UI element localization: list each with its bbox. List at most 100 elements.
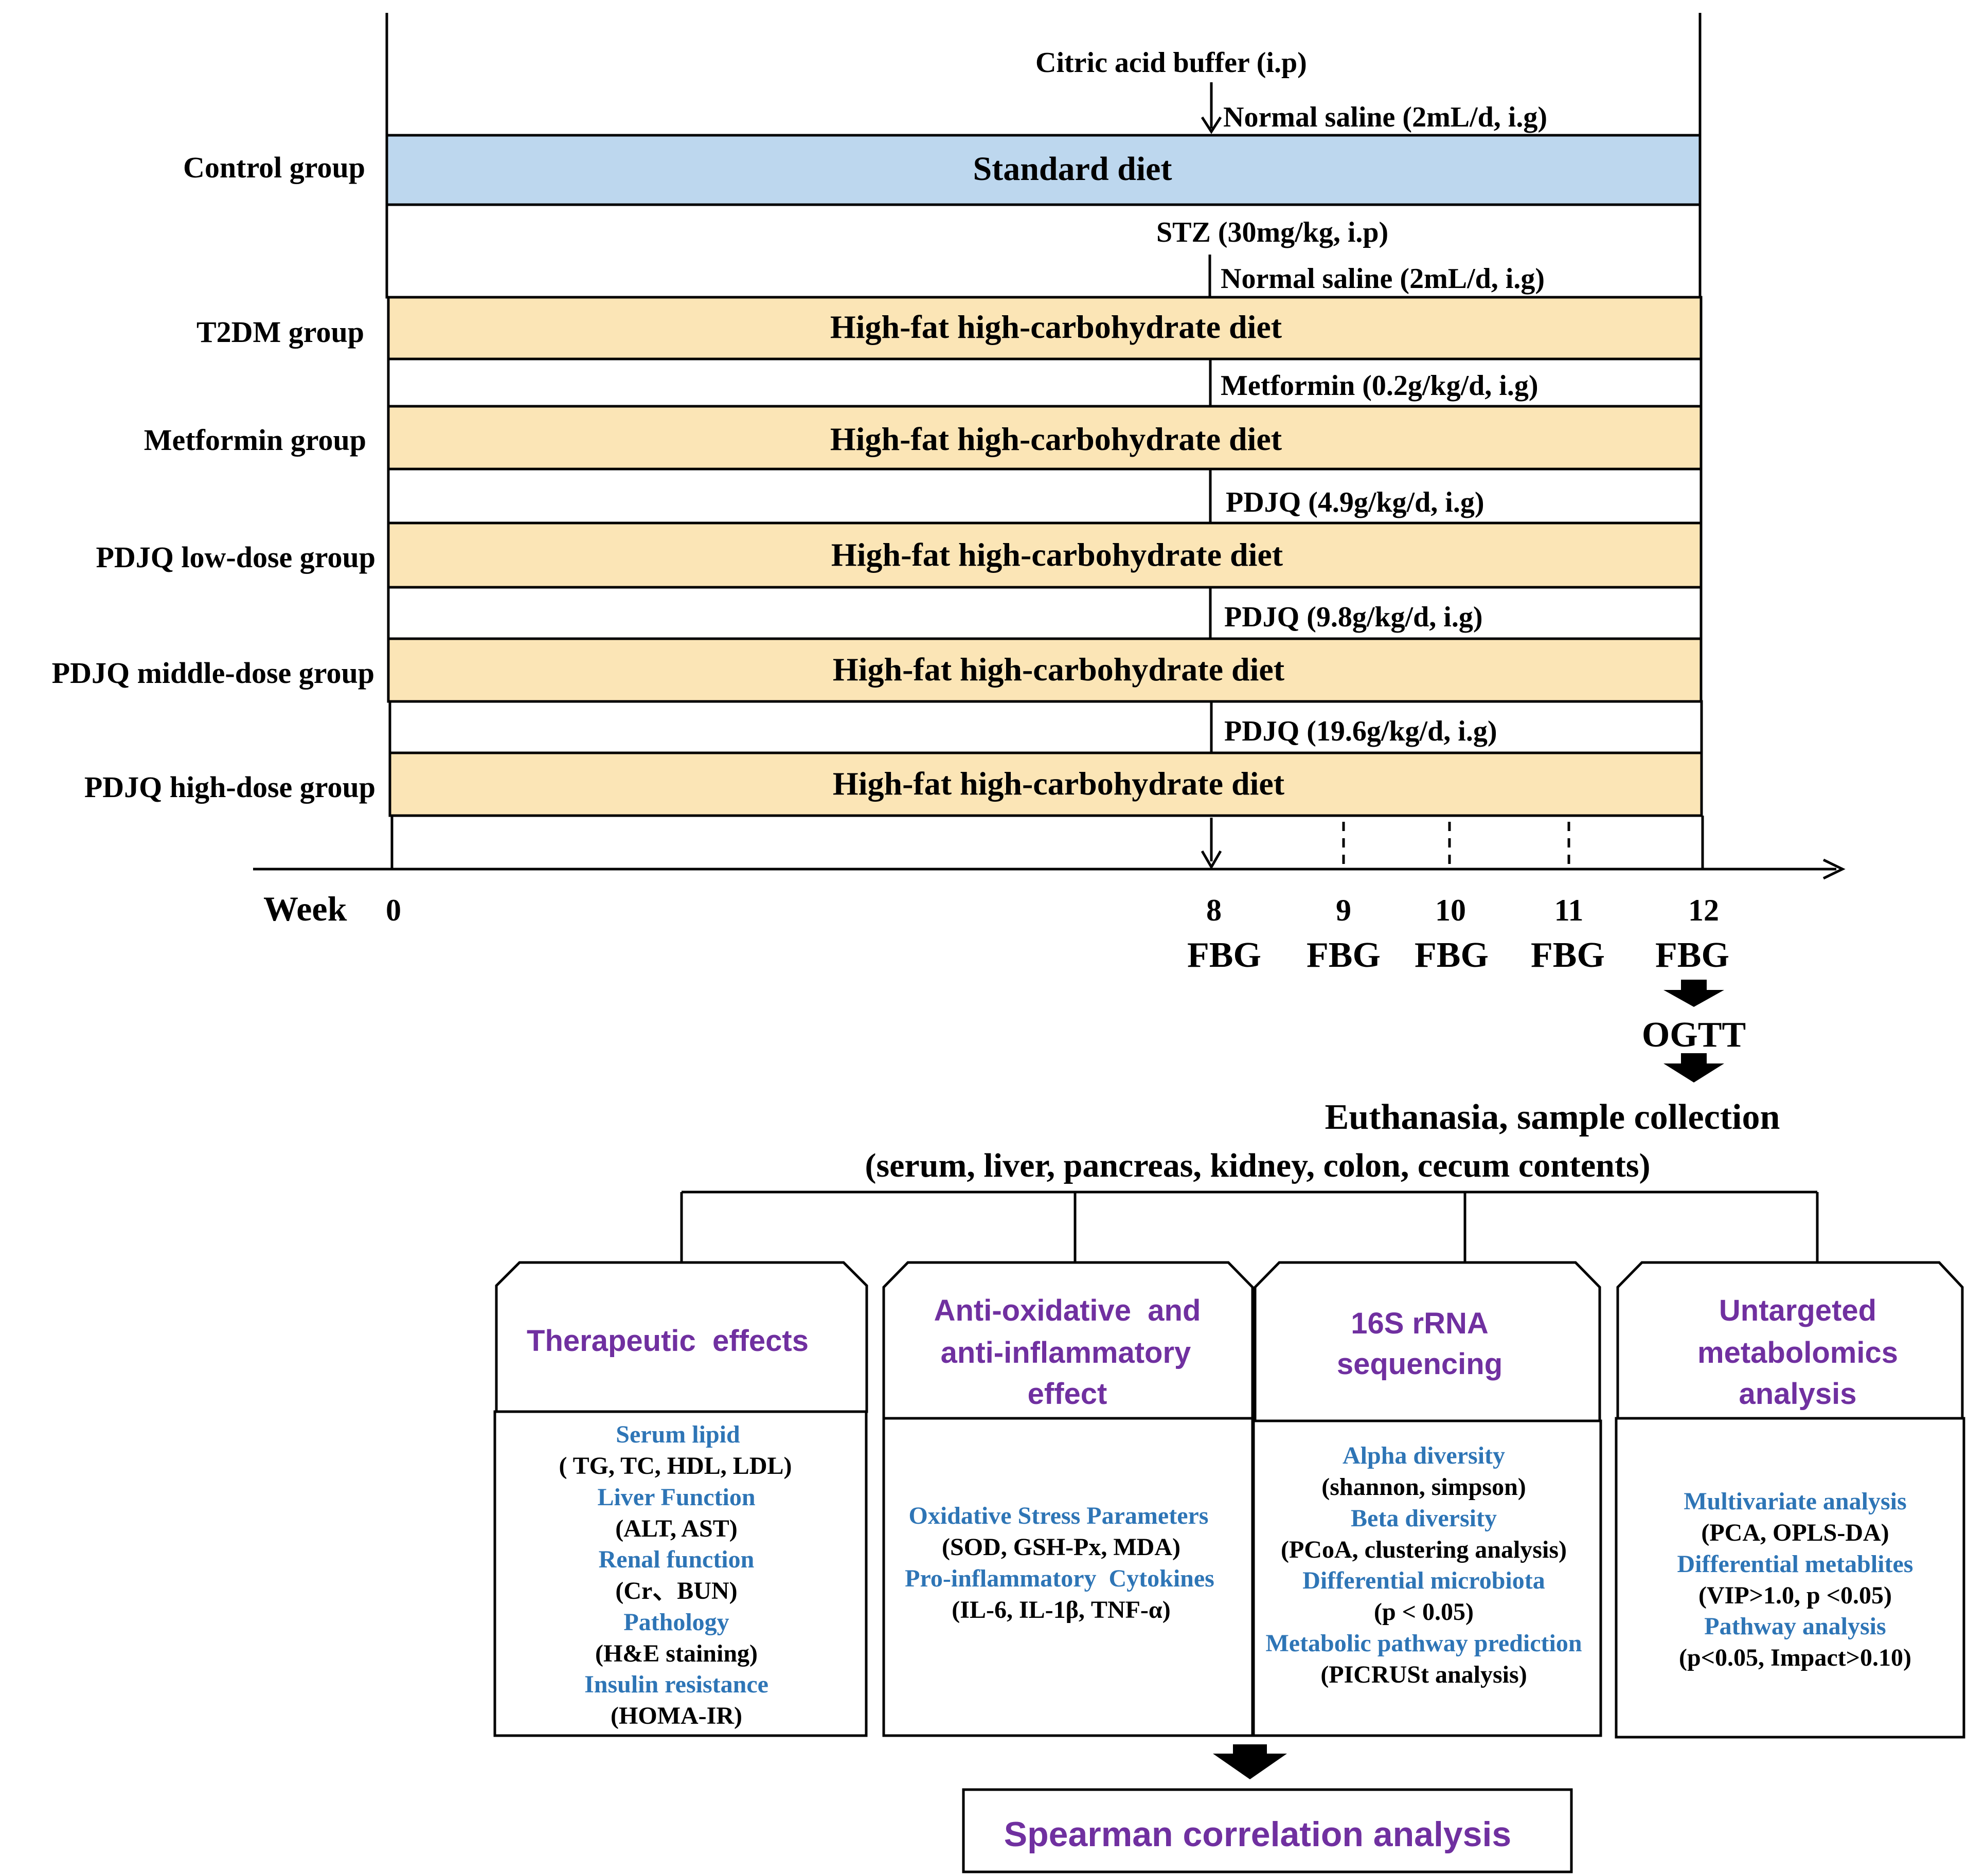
annot-saline-2: Normal saline (2mL/d, i.g) (1221, 263, 1545, 295)
box-1-item-value: ( TG, TC, HDL, LDL) (559, 1452, 792, 1480)
box-1-item-label: Pathology (623, 1609, 729, 1636)
group-label-t2dm: T2DM group (196, 315, 364, 349)
tick-label-8: 8 (1206, 893, 1222, 927)
box-3-body (1252, 1419, 1602, 1737)
timeline: Standard diet Control group Citric acid … (52, 13, 1846, 975)
box-4-item-value: (p<0.05, Impact>0.10) (1679, 1644, 1911, 1671)
box-1-title: Therapeutic effects (527, 1324, 809, 1358)
box-2-item-value: (SOD, GSH-Px, MDA) (942, 1534, 1180, 1561)
box-1-item-value: (H&E staining) (595, 1640, 758, 1667)
group-label-metformin: Metformin group (144, 423, 366, 457)
bar-control (385, 134, 1702, 206)
box-1-item-label: Liver Function (597, 1484, 755, 1511)
box-2-body (882, 1417, 1254, 1737)
box-1-item-value: (Cr、BUN) (615, 1577, 737, 1604)
box-untargeted-metabolomics: Untargeted metabolomics analysis Multiva… (1615, 1261, 1965, 1739)
bar-text-t2dm: High-fat high-carbohydrate diet (830, 309, 1282, 345)
tick-label-11: 11 (1554, 893, 1584, 927)
box-3-item-value: (PICRUSt analysis) (1320, 1661, 1527, 1688)
box-4-item-label: Multivariate analysis (1684, 1488, 1906, 1515)
fbg-week12: FBG (1655, 935, 1729, 975)
group-label-pdjq-high: PDJQ high-dose group (84, 770, 375, 804)
bar-text-pdjq-low: High-fat high-carbohydrate diet (831, 536, 1283, 573)
box-3-header (1254, 1261, 1601, 1422)
box-2-item-label: Pro-inflammatory Cytokines (905, 1565, 1214, 1592)
group-label-control: Control group (183, 151, 365, 184)
annot-stz: STZ (30mg/kg, i.p) (1156, 217, 1388, 248)
box-4-body (1615, 1417, 1965, 1739)
bar-pdjq-high (388, 751, 1703, 817)
white-band-6 (388, 700, 1703, 754)
bar-pdjq-mid (387, 637, 1703, 703)
tick-label-0: 0 (386, 893, 401, 927)
box-16s-rrna: 16S rRNA sequencing Alpha diversity (sha… (1252, 1261, 1602, 1737)
bar-pdjq-low (387, 521, 1703, 589)
box-2-title-line: anti-inflammatory (941, 1336, 1191, 1369)
fbg-week8: FBG (1187, 935, 1261, 975)
block-arrow-ogtt (1663, 980, 1724, 1007)
box-1-body (493, 1410, 868, 1737)
fbg-week10: FBG (1415, 935, 1489, 975)
samples-label: (serum, liver, pancreas, kidney, colon, … (865, 1147, 1650, 1184)
arrow-week8-head (1201, 850, 1222, 870)
box-3-item-label: Differential microbiota (1302, 1567, 1545, 1594)
box-3-item-value: (shannon, simpson) (1321, 1473, 1526, 1501)
block-arrow-spearman (1213, 1744, 1287, 1779)
box-1-item-label: Insulin resistance (584, 1671, 768, 1698)
annot-pdjq-mid: PDJQ (9.8g/kg/d, i.g) (1224, 601, 1482, 633)
fbg-week9: FBG (1307, 935, 1381, 975)
box-1-item-label: Serum lipid (616, 1421, 740, 1448)
bar-metformin (387, 405, 1703, 471)
spearman-label: Spearman correlation analysis (1004, 1815, 1511, 1854)
box-3-item-label: Metabolic pathway prediction (1265, 1630, 1582, 1657)
box-4-title-line: analysis (1739, 1377, 1857, 1411)
box-4-item-value: (PCA, OPLS-DA) (1701, 1519, 1889, 1546)
box-4-item-label: Pathway analysis (1704, 1613, 1886, 1640)
box-therapeutic-effects: Therapeutic effects Serum lipid ( TG, TC… (493, 1261, 868, 1737)
box-1-item-label: Renal function (599, 1546, 755, 1573)
box-2-title-line: Anti-oxidative and (934, 1294, 1201, 1327)
bar-text-pdjq-mid: High-fat high-carbohydrate diet (833, 651, 1285, 688)
bar-text-pdjq-high: High-fat high-carbohydrate diet (833, 765, 1285, 802)
box-3-item-value: (PCoA, clustering analysis) (1281, 1536, 1567, 1563)
box-2-item-value: (IL-6, IL-1β, TNF-α) (952, 1596, 1170, 1624)
box-2-item-label: Oxidative Stress Parameters (909, 1502, 1209, 1529)
box-4-title-line: metabolomics (1697, 1336, 1898, 1369)
annot-pdjq-low: PDJQ (4.9g/kg/d, i.g) (1226, 486, 1484, 518)
box-4-item-value: (VIP>1.0, p <0.05) (1698, 1582, 1892, 1609)
week-axis-arrowhead (1822, 858, 1846, 880)
block-arrow-euthanasia (1663, 1053, 1724, 1083)
spearman-section: Spearman correlation analysis (962, 1744, 1573, 1873)
white-band-5 (387, 586, 1703, 640)
box-3-item-label: Alpha diversity (1343, 1442, 1505, 1469)
box-1-item-value: (HOMA-IR) (611, 1702, 742, 1729)
bar-text-control: Standard diet (973, 150, 1172, 188)
annot-metformin: Metformin (0.2g/kg/d, i.g) (1221, 370, 1538, 402)
ogtt-label: OGTT (1642, 1015, 1746, 1055)
bar-t2dm (387, 296, 1703, 360)
box-3-item-label: Beta diversity (1351, 1505, 1497, 1532)
bar-text-metformin: High-fat high-carbohydrate diet (830, 421, 1282, 457)
box-4-item-label: Differential metablites (1677, 1550, 1913, 1578)
arrowhead-citric (1201, 116, 1222, 134)
spearman-box (962, 1788, 1573, 1873)
annot-citric-acid: Citric acid buffer (i.p) (1035, 47, 1307, 79)
box-anti-oxidative: Anti-oxidative and anti-inflammatory eff… (882, 1261, 1254, 1737)
box-3-item-value: (p < 0.05) (1374, 1598, 1474, 1626)
post-timeline-flow: OGTT Euthanasia, sample collection (seru… (680, 980, 1819, 1265)
box-1-item-value: (ALT, AST) (615, 1515, 737, 1542)
tick-label-12: 12 (1688, 893, 1719, 927)
tick-label-10: 10 (1435, 893, 1466, 927)
white-band-4 (387, 467, 1703, 525)
box-3-title-line: sequencing (1337, 1347, 1502, 1381)
group-label-pdjq-low: PDJQ low-dose group (96, 540, 375, 574)
tick-label-9: 9 (1336, 893, 1351, 927)
group-label-pdjq-mid: PDJQ middle-dose group (52, 656, 374, 690)
euthanasia-label: Euthanasia, sample collection (1325, 1097, 1780, 1137)
white-band-3 (387, 357, 1703, 408)
axis-label-week: Week (263, 889, 347, 928)
annot-pdjq-high: PDJQ (19.6g/kg/d, i.g) (1224, 715, 1497, 747)
annot-saline-1: Normal saline (2mL/d, i.g) (1223, 101, 1547, 133)
box-2-title-line: effect (1028, 1377, 1107, 1411)
